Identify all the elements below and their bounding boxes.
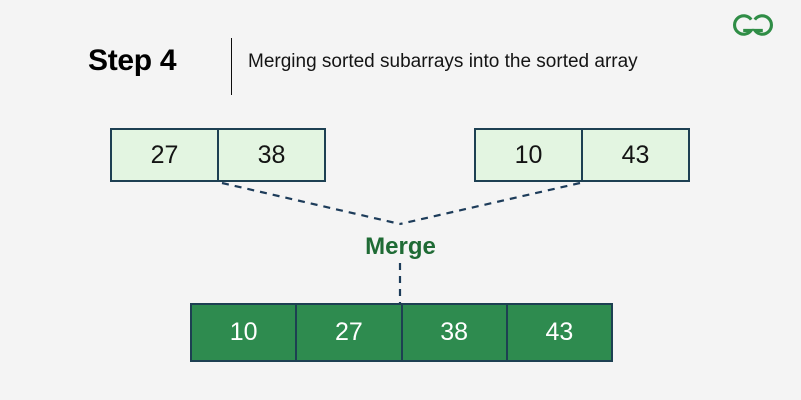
header-divider	[231, 38, 232, 95]
array-cell: 43	[581, 130, 688, 180]
array-cell: 10	[476, 130, 581, 180]
array-cell: 43	[505, 305, 611, 360]
page-title: Step 4	[88, 44, 177, 77]
left-subarray: 27 38	[110, 128, 326, 182]
array-cell: 27	[112, 130, 217, 180]
array-cell: 38	[217, 130, 324, 180]
page-subtitle: Merging sorted subarrays into the sorted…	[248, 51, 638, 72]
right-subarray: 10 43	[474, 128, 690, 182]
array-cell: 27	[295, 305, 401, 360]
array-cell: 38	[400, 305, 506, 360]
geeksforgeeks-logo	[726, 11, 780, 39]
merge-label: Merge	[365, 233, 436, 260]
array-cell: 10	[192, 305, 296, 360]
merged-sorted-array: 10 27 38 43	[190, 303, 613, 362]
connector-left	[221, 181, 401, 226]
connector-right	[399, 181, 581, 226]
